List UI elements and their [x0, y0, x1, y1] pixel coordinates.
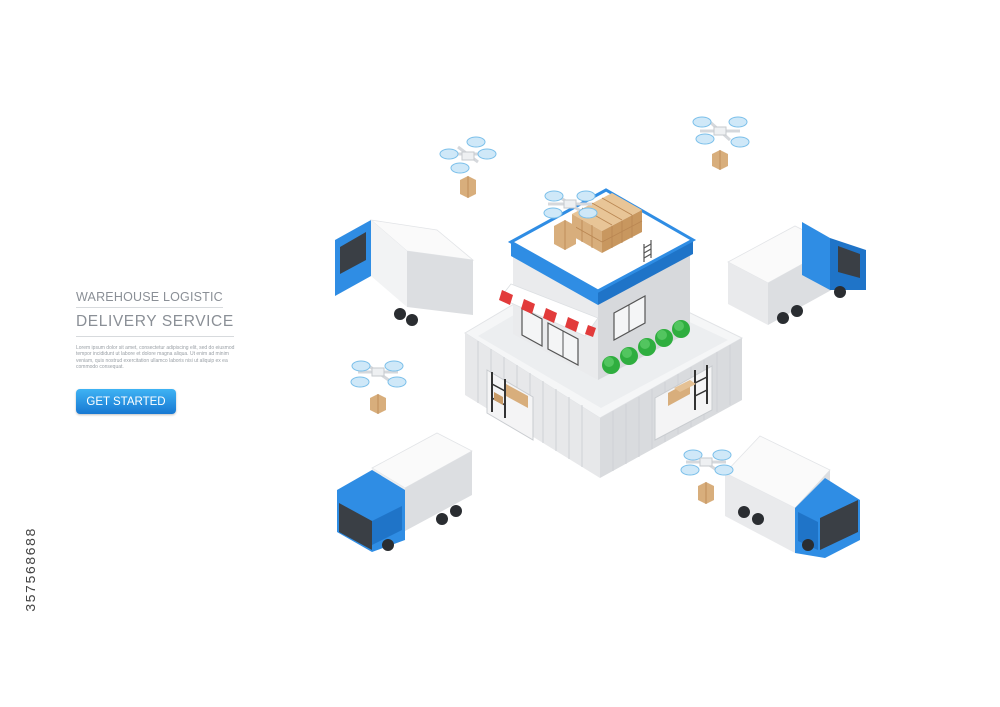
stock-id-watermark: 357568688 [24, 527, 40, 612]
drone-icon [543, 190, 598, 250]
tree-icon [602, 320, 690, 374]
hero-subtitle: WAREHOUSE LOGISTIC [76, 290, 223, 308]
drone-icon [680, 449, 734, 504]
shop-icon [499, 188, 697, 380]
truck-icon [337, 432, 473, 552]
truck-icon [335, 219, 475, 326]
drone-icon [439, 136, 497, 198]
truck-icon [724, 435, 860, 558]
ladder-icon [643, 240, 652, 262]
parcel-icon [571, 193, 643, 253]
get-started-button[interactable]: GET STARTED [76, 389, 176, 414]
shelf-icon [668, 365, 708, 410]
hero-title: DELIVERY SERVICE [76, 313, 234, 337]
hero-body-text: Lorem ipsum dolor sit amet, consectetur … [76, 345, 235, 370]
hero-section: WAREHOUSE LOGISTIC DELIVERY SERVICE Lore… [76, 288, 246, 370]
drone-icon [692, 116, 750, 170]
awning-icon [499, 283, 599, 337]
truck-icon [727, 222, 866, 325]
shelf-icon [491, 372, 528, 418]
drone-icon [350, 360, 407, 414]
